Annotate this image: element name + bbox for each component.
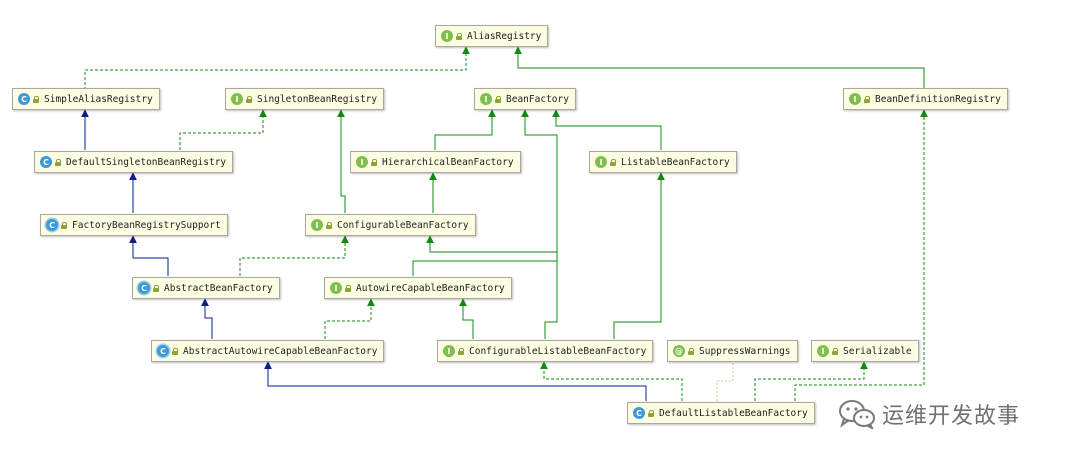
- edge-clbf-autowirebf: [459, 298, 474, 339]
- interface-icon: I: [443, 345, 455, 357]
- lock-icon: [832, 347, 838, 355]
- abstract-class-icon: C: [157, 345, 169, 357]
- node-label: SimpleAliasRegistry: [44, 93, 153, 105]
- lock-icon: [33, 95, 39, 103]
- lock-icon: [688, 347, 694, 355]
- lock-icon: [648, 409, 654, 417]
- interface-icon: I: [849, 93, 861, 105]
- node-default-listable-bean-factory[interactable]: C DefaultListableBeanFactory: [627, 402, 815, 424]
- edge-clbf-configbf: [426, 235, 558, 339]
- lock-icon: [326, 221, 332, 229]
- edge-dlbf-beandefreg: [794, 109, 928, 401]
- lock-icon: [246, 95, 252, 103]
- edge-dlbf-serializable: [754, 361, 868, 401]
- lock-icon: [345, 284, 351, 292]
- node-label: AliasRegistry: [467, 30, 542, 42]
- node-bean-factory[interactable]: I BeanFactory: [474, 88, 576, 110]
- node-abstract-bean-factory[interactable]: C AbstractBeanFactory: [132, 277, 280, 299]
- node-configurable-bean-factory[interactable]: I ConfigurableBeanFactory: [305, 214, 476, 236]
- node-label: BeanDefinitionRegistry: [875, 93, 1001, 105]
- edge-aacbf-autowirebf: [324, 298, 375, 339]
- lock-icon: [172, 347, 178, 355]
- edge-defsingleton-singletonreg: [179, 109, 267, 150]
- watermark: 运维开发故事: [838, 398, 1020, 430]
- node-label: AutowireCapableBeanFactory: [356, 282, 505, 294]
- node-label: DefaultListableBeanFactory: [659, 407, 808, 419]
- node-label: BeanFactory: [506, 93, 569, 105]
- node-abstract-autowire-capable-bean-factory[interactable]: C AbstractAutowireCapableBeanFactory: [151, 340, 385, 362]
- node-autowire-capable-bean-factory[interactable]: I AutowireCapableBeanFactory: [324, 277, 512, 299]
- interface-icon: I: [441, 30, 453, 42]
- node-simple-alias-registry[interactable]: C SimpleAliasRegistry: [12, 88, 160, 110]
- interface-icon: I: [231, 93, 243, 105]
- node-label: AbstractAutowireCapableBeanFactory: [183, 345, 378, 357]
- wechat-icon: [839, 400, 875, 429]
- node-label: SingletonBeanRegistry: [257, 93, 378, 105]
- node-configurable-listable-bean-factory[interactable]: I ConfigurableListableBeanFactory: [437, 340, 654, 362]
- edge-beandefreg-alias: [514, 46, 925, 90]
- lock-icon: [456, 32, 462, 40]
- class-icon: C: [633, 407, 645, 419]
- node-label: ListableBeanFactory: [621, 156, 730, 168]
- node-factory-bean-registry-support[interactable]: C FactoryBeanRegistrySupport: [40, 214, 228, 236]
- node-label: ConfigurableBeanFactory: [337, 219, 469, 231]
- interface-icon: I: [595, 156, 607, 168]
- lock-icon: [55, 158, 61, 166]
- edge-hierbf-beanfactory: [434, 109, 496, 150]
- edge-configbf-singletonreg: [337, 109, 346, 213]
- node-label: HierarchicalBeanFactory: [382, 156, 514, 168]
- edge-listablebf-beanfactory: [552, 109, 662, 150]
- node-suppress-warnings[interactable]: @ SuppressWarnings: [667, 340, 798, 362]
- interface-icon: I: [817, 345, 829, 357]
- interface-icon: I: [480, 93, 492, 105]
- edge-dlbf-suppress: [716, 362, 734, 401]
- node-alias-registry[interactable]: I AliasRegistry: [435, 25, 549, 47]
- edge-clbf-listablebf: [613, 172, 665, 339]
- node-singleton-bean-registry[interactable]: I SingletonBeanRegistry: [225, 88, 385, 110]
- lock-icon: [864, 95, 870, 103]
- lock-icon: [153, 284, 159, 292]
- node-hierarchical-bean-factory[interactable]: I HierarchicalBeanFactory: [350, 151, 521, 173]
- edge-abf-fbrs: [129, 235, 169, 276]
- edge-aacbf-abf: [201, 298, 213, 339]
- class-icon: C: [18, 93, 30, 105]
- node-label: FactoryBeanRegistrySupport: [72, 219, 221, 231]
- node-label: Serializable: [843, 345, 912, 357]
- annotation-icon: @: [673, 345, 685, 357]
- node-label: SuppressWarnings: [699, 345, 791, 357]
- interface-icon: I: [311, 219, 323, 231]
- node-label: AbstractBeanFactory: [164, 282, 273, 294]
- lock-icon: [371, 158, 377, 166]
- interface-icon: I: [330, 282, 342, 294]
- lock-icon: [495, 95, 501, 103]
- node-default-singleton-bean-registry[interactable]: C DefaultSingletonBeanRegistry: [34, 151, 234, 173]
- interface-icon: I: [356, 156, 368, 168]
- edge-autowirebf-beanfactory: [412, 109, 558, 276]
- node-label: DefaultSingletonBeanRegistry: [66, 156, 227, 168]
- node-listable-bean-factory[interactable]: I ListableBeanFactory: [589, 151, 737, 173]
- lock-icon: [610, 158, 616, 166]
- node-label: ConfigurableListableBeanFactory: [469, 345, 647, 357]
- node-bean-definition-registry[interactable]: I BeanDefinitionRegistry: [843, 88, 1008, 110]
- class-icon: C: [40, 156, 52, 168]
- abstract-class-icon: C: [138, 282, 150, 294]
- lock-icon: [458, 347, 464, 355]
- abstract-class-icon: C: [46, 219, 58, 231]
- edge-dlbf-clbf: [540, 361, 683, 401]
- lock-icon: [61, 221, 67, 229]
- node-serializable[interactable]: I Serializable: [811, 340, 919, 362]
- edge-simplealias-alias: [84, 46, 470, 90]
- watermark-text: 运维开发故事: [882, 404, 1021, 429]
- edge-dlbf-aacbf: [264, 361, 647, 401]
- edge-abf-configbf: [239, 235, 349, 276]
